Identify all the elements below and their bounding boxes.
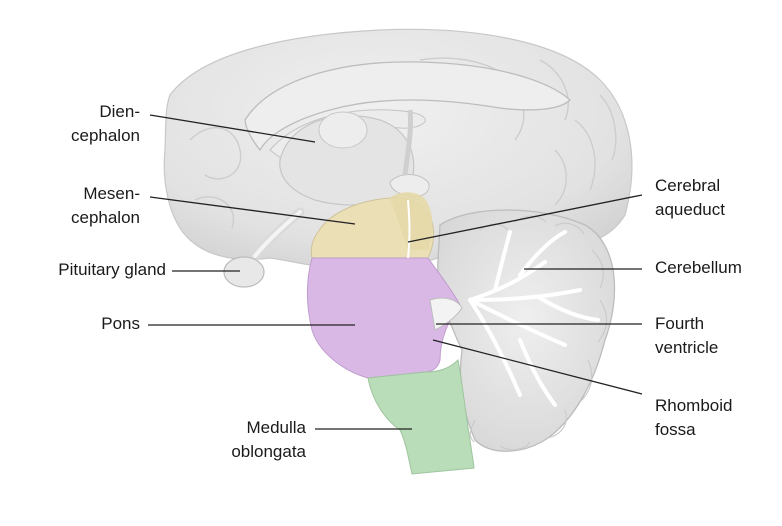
leader-rhomboid bbox=[432, 339, 643, 395]
pituitary-gland bbox=[223, 256, 265, 288]
gyri-texture bbox=[189, 57, 617, 229]
label-mesencephalon: Mesen- cephalon bbox=[70, 184, 140, 227]
leader-aqueduct bbox=[407, 194, 643, 243]
fourth-ventricle bbox=[429, 297, 463, 331]
pons bbox=[307, 257, 461, 379]
leader-diencephalon bbox=[149, 114, 316, 143]
tectum bbox=[390, 192, 433, 250]
label-fourth-ventricle: Fourth ventricle bbox=[655, 314, 719, 357]
label-cerebellum: Cerebellum bbox=[655, 258, 742, 277]
pineal-body bbox=[389, 174, 430, 197]
label-cerebral-aqueduct: Cerebral aqueduct bbox=[655, 176, 725, 219]
leader-mesencephalon bbox=[149, 196, 356, 225]
label-pons: Pons bbox=[101, 314, 140, 333]
folia bbox=[469, 215, 608, 451]
cerebellum bbox=[437, 209, 616, 452]
label-pituitary-gland: Pituitary gland bbox=[58, 260, 166, 279]
label-rhomboid-fossa: Rhomboid fossa bbox=[655, 396, 733, 439]
arbor-vitae bbox=[468, 230, 600, 407]
corpus-callosum bbox=[244, 61, 571, 152]
label-diencephalon: Dien- cephalon bbox=[70, 102, 140, 145]
leader-lines bbox=[148, 114, 643, 430]
interthalamic-adhesion bbox=[318, 111, 368, 149]
label-medulla-oblongata: Medulla oblongata bbox=[231, 418, 306, 461]
medulla-oblongata bbox=[367, 358, 475, 475]
